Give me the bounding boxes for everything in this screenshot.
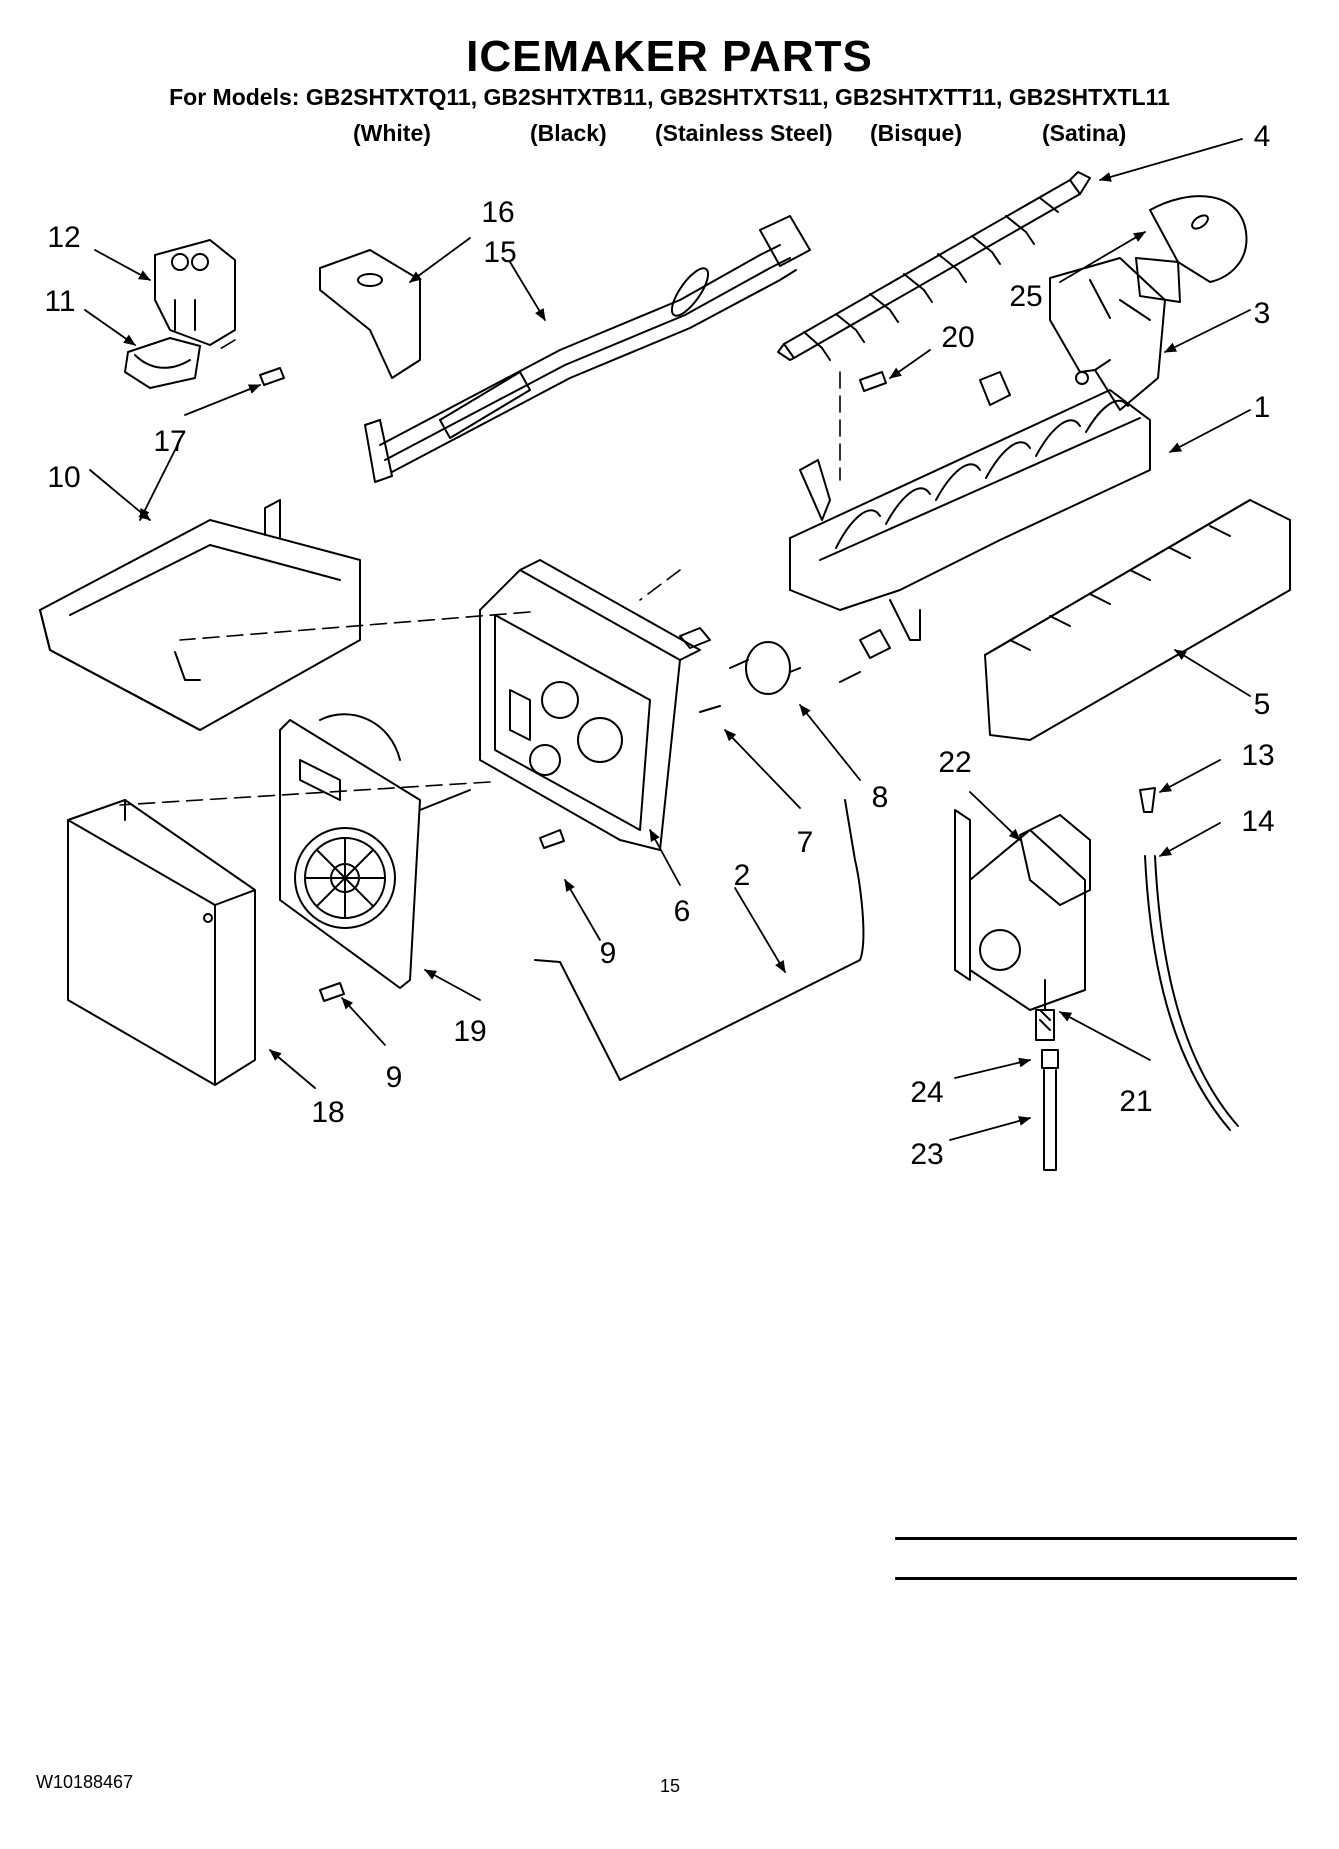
blank-rule-upper bbox=[895, 1537, 1297, 1540]
callout-2: 2 bbox=[733, 859, 751, 892]
callout-6: 6 bbox=[673, 895, 691, 928]
shield-part bbox=[984, 499, 1291, 741]
callout-9-lower: 9 bbox=[385, 1061, 403, 1094]
bracket-part bbox=[1049, 257, 1166, 411]
control-module-part bbox=[279, 713, 471, 989]
motor-and-pins bbox=[679, 627, 891, 713]
callout-9-upper: 9 bbox=[599, 937, 617, 970]
callout-24: 24 bbox=[910, 1076, 944, 1109]
water-valve-part bbox=[124, 239, 236, 389]
callout-14: 14 bbox=[1241, 805, 1275, 838]
callout-3: 3 bbox=[1253, 297, 1271, 330]
callout-20: 20 bbox=[941, 321, 975, 354]
callout-leaders bbox=[84, 138, 1251, 1141]
callout-10: 10 bbox=[47, 461, 81, 494]
callout-22: 22 bbox=[938, 746, 972, 779]
callout-16: 16 bbox=[481, 196, 515, 229]
fill-valve-assembly bbox=[954, 809, 1091, 1171]
shutoff-arm-part bbox=[534, 799, 865, 1081]
callout-5: 5 bbox=[1253, 688, 1271, 721]
callout-11: 11 bbox=[44, 285, 76, 318]
cover-part bbox=[67, 799, 256, 1086]
callout-23: 23 bbox=[910, 1138, 944, 1171]
callout-4: 4 bbox=[1253, 120, 1271, 153]
variant-stainless-steel: (Stainless Steel) bbox=[655, 120, 833, 146]
module-housing-part bbox=[479, 559, 701, 851]
blank-rule-lower bbox=[895, 1577, 1297, 1580]
variant-black: (Black) bbox=[530, 120, 607, 146]
cam-part bbox=[1135, 195, 1248, 303]
plug-and-tube bbox=[1139, 787, 1239, 1131]
callout-19: 19 bbox=[453, 1015, 487, 1048]
callout-1: 1 bbox=[1253, 391, 1271, 424]
callout-13: 13 bbox=[1241, 739, 1275, 772]
callout-12: 12 bbox=[47, 221, 81, 254]
models-line: For Models: GB2SHTXTQ11, GB2SHTXTB11, GB… bbox=[169, 84, 1170, 110]
callout-8: 8 bbox=[871, 781, 889, 814]
callout-7: 7 bbox=[796, 826, 814, 859]
ice-ejector-part bbox=[777, 171, 1091, 361]
page-number: 15 bbox=[660, 1776, 681, 1796]
page-title: ICEMAKER PARTS bbox=[466, 32, 873, 81]
callout-17: 17 bbox=[153, 425, 187, 458]
ice-mold-part bbox=[789, 371, 1151, 641]
callout-18: 18 bbox=[311, 1096, 345, 1129]
callout-15: 15 bbox=[483, 236, 517, 269]
assembly-guide-lines bbox=[119, 339, 841, 806]
document-number: W10188467 bbox=[36, 1772, 134, 1792]
callout-21: 21 bbox=[1119, 1085, 1153, 1118]
callout-25: 25 bbox=[1009, 280, 1043, 313]
screws bbox=[259, 367, 887, 1002]
wire-harness-part bbox=[364, 215, 811, 483]
variant-white: (White) bbox=[353, 120, 431, 146]
variant-satina: (Satina) bbox=[1042, 120, 1127, 146]
variant-bisque: (Bisque) bbox=[870, 120, 962, 146]
harness-clip-part bbox=[319, 249, 421, 379]
ice-bin-part bbox=[39, 499, 361, 731]
